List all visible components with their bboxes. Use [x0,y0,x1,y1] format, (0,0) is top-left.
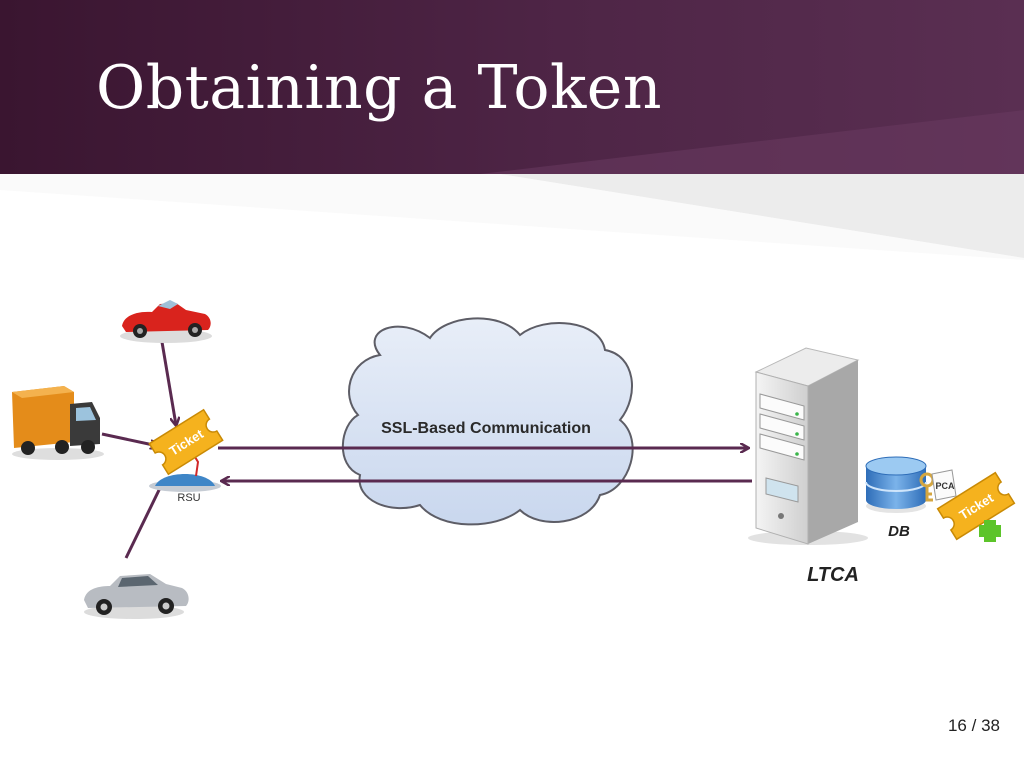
new-ticket-icon: Ticket [936,471,1016,541]
rsu-label: RSU [177,492,200,504]
server-icon [748,347,868,545]
page-total: 38 [981,716,1000,735]
database-label: DB [888,523,910,540]
page-separator: / [971,716,977,735]
cloud-label: SSL-Based Communication [381,420,591,437]
ticket-icon: Ticket [148,408,224,476]
key-tag-label: PCA [935,481,955,491]
arrow-car-to-rsu [160,341,176,425]
link-sedan-to-rsu [124,487,162,559]
plus-icon [979,520,1001,542]
page-current: 16 [947,716,967,735]
red-car-icon [120,300,212,343]
database-icon [865,456,927,513]
truck-icon [12,386,104,460]
silver-car-icon [84,574,189,619]
page-number: 16 / 38 [948,716,1000,736]
server-label: LTCA [807,564,859,586]
slide-header: Obtaining a Token [0,0,1024,174]
header-swoosh-decoration [0,110,1024,260]
ssl-cloud [341,317,634,526]
slide-title: Obtaining a Token [96,53,662,123]
key-icon: PCA [919,469,957,502]
